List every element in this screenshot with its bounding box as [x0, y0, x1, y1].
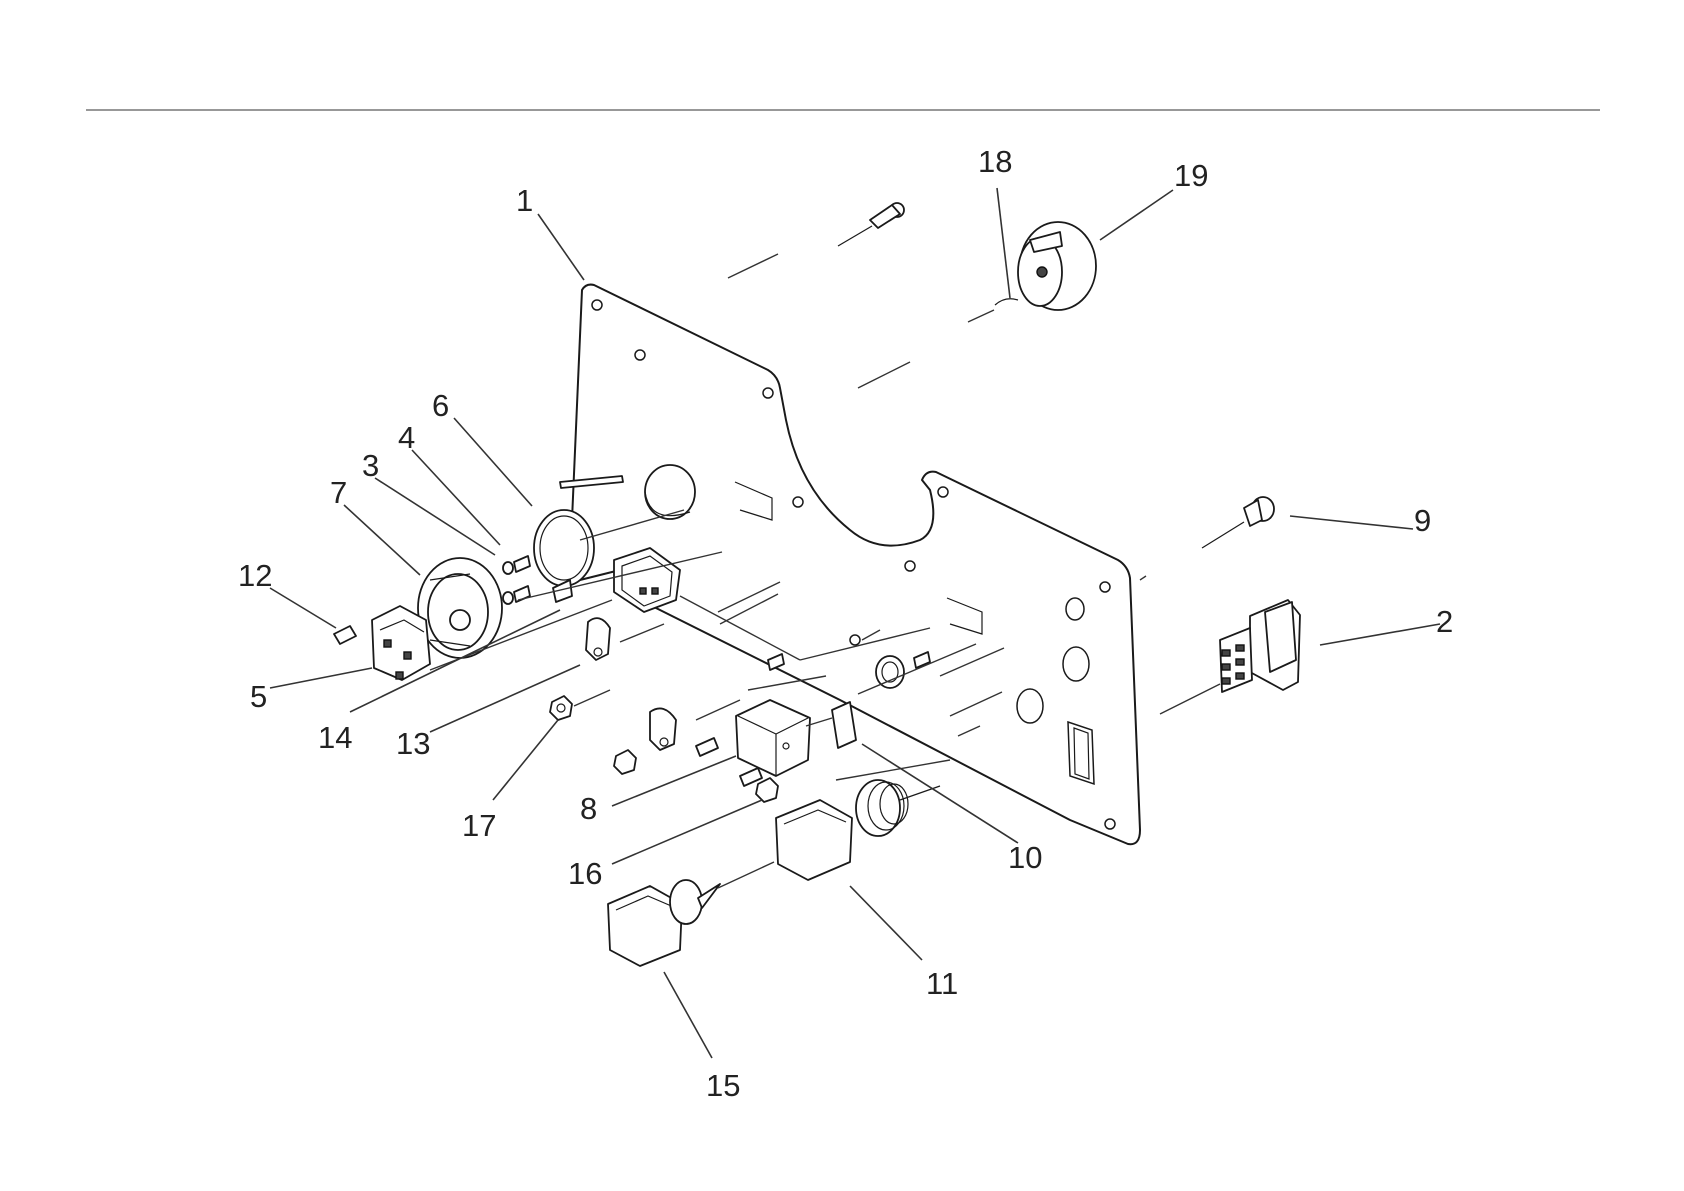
callout-3: 3: [362, 448, 379, 483]
knob-part-19: [1018, 222, 1096, 310]
callout-12: 12: [238, 558, 272, 593]
callout-14: 14: [318, 720, 352, 755]
callout-6: 6: [432, 388, 449, 423]
filter-box-part-8: [736, 700, 810, 776]
lamp-part-9: [1202, 497, 1274, 548]
nut-clamp-2: [614, 750, 636, 774]
washer-part-18: [995, 299, 1018, 305]
callout-15: 15: [706, 1068, 740, 1103]
callout-17: 17: [462, 808, 496, 843]
switch-part-15: [608, 880, 720, 966]
callout-11: 11: [926, 966, 958, 1001]
callout-10: 10: [1008, 840, 1042, 875]
callout-9: 9: [1414, 503, 1431, 538]
callout-7: 7: [330, 475, 347, 510]
cable-clamp-part-13: [586, 618, 610, 660]
callout-19: 19: [1174, 158, 1208, 193]
callout-13: 13: [396, 726, 430, 761]
rotary-switch-part-5: [372, 606, 430, 680]
callout-5: 5: [250, 679, 267, 714]
callout-18: 18: [978, 144, 1012, 179]
callout-2: 2: [1436, 604, 1453, 639]
callout-8: 8: [580, 791, 597, 826]
switch-part-11: [776, 780, 940, 880]
rocker-switch-part-2: [1220, 600, 1300, 692]
callout-1: 1: [516, 183, 533, 218]
hub-plate-part-7: [418, 558, 502, 658]
ring-seal-part-6: [534, 510, 594, 586]
nut-part-16: [756, 778, 778, 802]
stud-part-12: [334, 626, 356, 644]
nut-part-17: [550, 696, 572, 720]
callout-16: 16: [568, 856, 602, 891]
top-connector: [838, 203, 904, 246]
cable-clamp-2: [650, 708, 676, 750]
callout-4: 4: [398, 420, 415, 455]
